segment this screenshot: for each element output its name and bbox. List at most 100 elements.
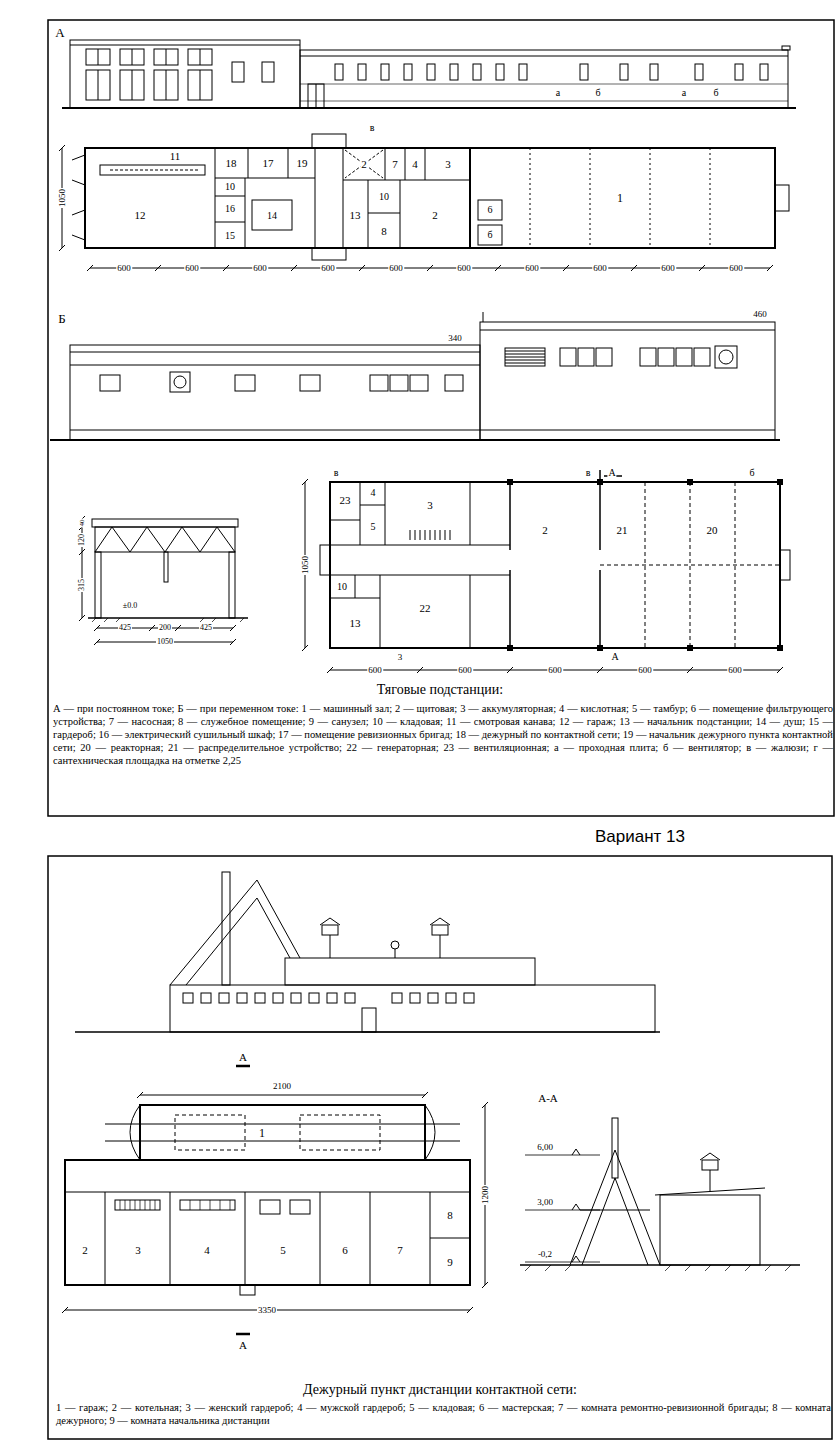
callout-number: 10	[224, 182, 236, 192]
dimension-label: 315	[78, 578, 86, 592]
callout-number: А	[607, 468, 616, 478]
dimension-label: 600	[457, 666, 473, 675]
callout-number: 3	[397, 653, 404, 662]
dimension-label: 40	[79, 519, 86, 528]
plan-b	[302, 470, 790, 673]
legend-text: 1 — гараж; 2 — котельная; 3 — женский га…	[55, 1401, 832, 1427]
dimension-label: 600	[252, 264, 268, 273]
callout-number: 1	[616, 192, 624, 204]
callout-number: 19	[296, 158, 309, 169]
dimension-label: 340	[447, 334, 463, 343]
dimension-label: 1200	[481, 1185, 490, 1205]
callout-number: 14	[266, 211, 278, 221]
callout-number: б	[748, 468, 755, 478]
callout-number: 5	[370, 522, 377, 532]
callout-number: 7	[396, 1245, 404, 1256]
section-b	[79, 516, 248, 645]
callout-number: б	[712, 88, 719, 98]
callout-number: а	[681, 88, 687, 98]
callout-number: 2	[81, 1245, 89, 1256]
callout-number: в	[585, 468, 592, 478]
dimension-label: 600	[728, 264, 744, 273]
callout-number: А	[610, 652, 619, 662]
dimension-label: 600	[660, 264, 676, 273]
callout-number: 13	[349, 210, 362, 221]
callout-number: 2	[541, 525, 549, 536]
callout-number: 6	[341, 1245, 349, 1256]
sheet-label: А-А	[537, 1093, 559, 1104]
facade-duty-point	[75, 872, 660, 1032]
sheet-label: Вариант 13	[594, 828, 686, 845]
dimension-label: 1050	[58, 188, 67, 208]
dimension-label: 600	[388, 264, 404, 273]
dimension-label: 1050	[156, 638, 174, 646]
callout-number: 23	[339, 495, 352, 506]
dimension-label: 1050	[301, 555, 310, 575]
dimension-label: 3350	[257, 1306, 277, 1315]
callout-number: 11	[169, 151, 182, 162]
dimension-label: 600	[116, 264, 132, 273]
callout-number: 4	[411, 159, 419, 170]
callout-number: 12	[134, 210, 147, 221]
caption-text: Дежурный пункт дистанции контактной сети…	[302, 1383, 578, 1397]
panel-frame	[48, 20, 834, 816]
callout-number: 5	[279, 1245, 287, 1256]
callout-number: 15	[224, 231, 236, 241]
dimension-label: 600	[637, 666, 653, 675]
caption-text: Тяговые подстанции:	[376, 683, 504, 697]
callout-number: 3	[134, 1245, 142, 1256]
callout-number: б	[486, 230, 493, 240]
dimension-label: 3,00	[536, 1198, 554, 1207]
callout-number: 2	[431, 210, 439, 221]
dimension-label: 600	[727, 666, 743, 675]
dimension-label: 600	[456, 264, 472, 273]
callout-number: 17	[262, 158, 275, 169]
callout-number: 3	[426, 500, 434, 511]
callout-number: 21	[616, 525, 629, 536]
callout-number: в	[333, 468, 340, 478]
callout-number: 2	[360, 159, 368, 170]
dimension-label: 600	[184, 264, 200, 273]
callout-number: 8	[380, 226, 388, 237]
dimension-label: 600	[547, 666, 563, 675]
dimension-label: 600	[592, 264, 608, 273]
facade-a	[62, 40, 796, 108]
callout-number: в	[369, 123, 376, 133]
legend-text: А — при постоянном токе; Б — при перемен…	[52, 702, 834, 767]
callout-number: 22	[419, 603, 432, 614]
section-a-a	[520, 1118, 800, 1271]
dimension-label: 2100	[272, 1082, 292, 1091]
sheet-label: А	[54, 26, 65, 39]
callout-number: 13	[349, 618, 362, 629]
callout-number: 6	[487, 205, 494, 215]
callout-number: 10	[336, 582, 348, 592]
facade-b	[50, 312, 780, 440]
callout-number: а	[555, 88, 561, 98]
callout-number: 8	[446, 1210, 454, 1221]
dimension-label: 425	[118, 624, 132, 632]
dimension-label: 460	[752, 310, 768, 319]
dimension-label: -0,2	[537, 1250, 553, 1259]
sheet-label: А	[238, 1052, 248, 1063]
callout-number: 10	[378, 192, 390, 202]
sheet-label: Б	[57, 312, 66, 325]
dimension-label: 600	[367, 666, 383, 675]
callout-number: 18	[225, 158, 238, 169]
dimension-label: 120	[78, 533, 86, 547]
dimension-label: 425	[199, 624, 213, 632]
callout-number: 16	[224, 204, 236, 214]
sheet-label: А	[238, 1340, 248, 1351]
callout-number: 4	[370, 488, 377, 498]
callout-number: 1	[258, 1127, 266, 1139]
callout-number: 9	[446, 1257, 454, 1268]
plan-duty-point	[62, 1066, 488, 1334]
dimension-label: 6,00	[536, 1143, 554, 1152]
dimension-label: 600	[320, 264, 336, 273]
dimension-label: 600	[524, 264, 540, 273]
dimension-label: ±0.0	[122, 602, 138, 610]
plan-a	[59, 134, 789, 271]
callout-number: б	[594, 88, 601, 98]
callout-number: 20	[706, 525, 719, 536]
callout-number: 7	[391, 159, 399, 170]
